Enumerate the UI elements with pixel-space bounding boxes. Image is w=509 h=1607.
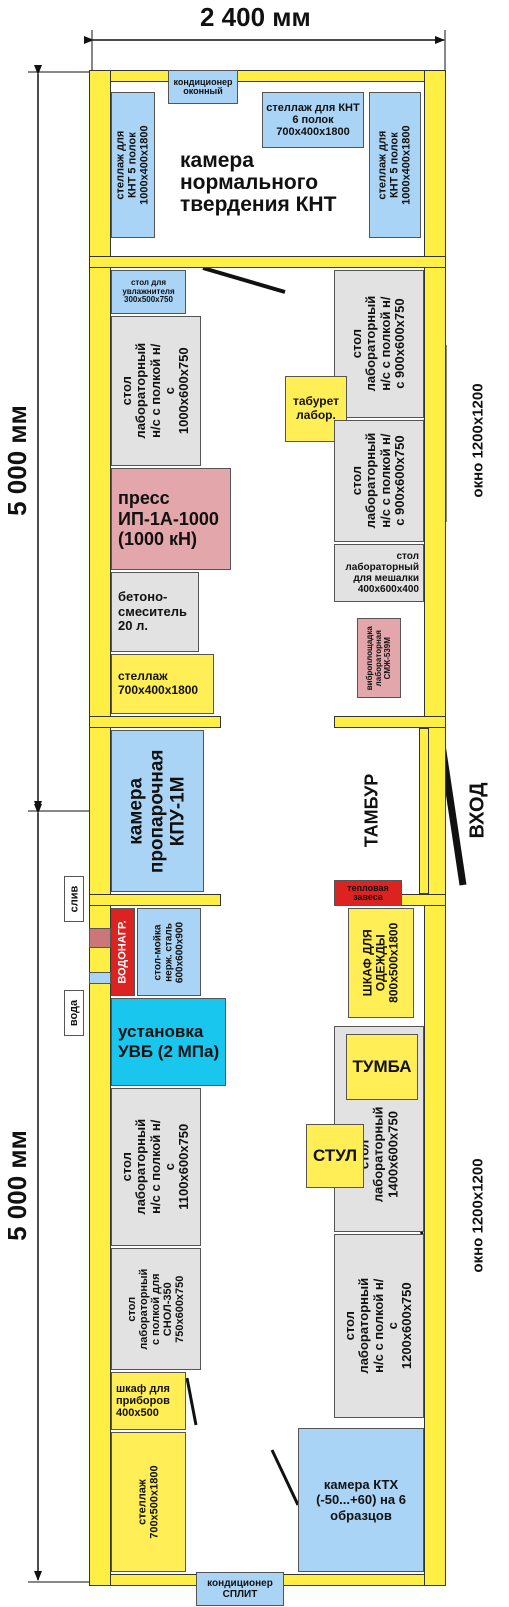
sink-table-label: стол-мойка нерж. сталь 600х600х900 [152,921,186,983]
water-label: вода [68,999,81,1027]
window-lower-label: окно 1200х1200 [469,1157,487,1273]
tambur-label: ТАМБУР [361,773,382,847]
lab-table-left-2-label: стол лабораторный н/с с полкой н/с 1100х… [119,1119,192,1215]
heat-curtain: тепловая завеса [334,880,402,906]
steam-chamber: камера пропарочная КПУ-1М [111,730,204,892]
stool-label: табурет лабор. [292,394,340,422]
ktx-chamber-label: камера КТХ (-50...+60) на 6 образцов [316,1476,406,1523]
drain-pipe [89,928,111,948]
wardrobe: ШКАФ ДЛЯ ОДЕЖДЫ 800х500х1800 [348,908,414,1018]
tambur-label-wrap: ТАМБУР [352,760,392,860]
steam-chamber-label: камера пропарочная КПУ-1М [125,749,188,873]
shelf-bottom-label: стеллаж 700х500х1800 [136,1465,161,1539]
height-bottom-dimension-label: 5 000 мм [1,1129,32,1241]
ac-split-label: кондиционер СПЛИТ [207,1578,273,1600]
lab-table-left-1: стол лабораторный н/с с полкой н/с 1000х… [111,316,201,466]
water-heater-label: ВОДОНАГР. [117,920,129,984]
wardrobe-label: ШКАФ ДЛЯ ОДЕЖДЫ 800х500х1800 [360,922,401,1004]
mixer-table: стол лабораторный для мешалки 400х600х40… [334,544,424,602]
water-label-wrap: вода [64,990,84,1036]
drain-label: слив [68,885,81,913]
chair: СТУЛ [306,1124,364,1188]
press-label: пресс ИП-1А-1000 (1000 кН) [118,487,219,550]
table-humidifier: стол для увлажнителя 300х500х750 [111,270,186,314]
shelf-knt-left: стеллаж для КНТ 5 полок 1000х400х1800 [111,92,155,238]
wall-tambur-inner [419,728,429,894]
cabinet: ТУМБА [346,1034,418,1100]
lab-table-right-2: стол лабораторный н/с с полкой н/с 900х6… [334,420,424,542]
wall-tambur-top-left [89,716,221,728]
lab-table-left-2: стол лабораторный н/с с полкой н/с 1100х… [111,1088,201,1246]
wall-tambur-top-right [334,716,446,728]
door-left-bottom [185,1377,198,1426]
knt-chamber-label: камера нормального твердения КНТ [180,149,337,217]
table-humidifier-label: стол для увлажнителя 300х500х750 [122,277,175,305]
ac-window-label: кондиционер оконный [173,76,233,96]
entrance-label: ВХОД [466,781,489,839]
ac-split: кондиционер СПЛИТ [196,1572,284,1606]
lab-table-left-1-label: стол лабораторный н/с с полкой н/с 1000х… [119,343,192,439]
shelf-knt-middle: стеллаж для КНТ 6 полок 700х400х1800 [262,92,364,148]
ac-window: кондиционер оконный [168,70,238,104]
mixer-table-label: стол лабораторный для мешалки 400х600х40… [345,551,419,595]
vibro-platform: виброплощадка лабораторная СМЖ-539М [357,618,401,698]
stool: табурет лабор. [285,376,347,442]
uvb-unit-label: установка УВБ (2 МПа) [118,1022,220,1061]
lab-table-right-1: стол лабораторный н/с с полкой н/с 900х6… [334,270,424,418]
lab-table-right-2-label: стол лабораторный н/с с полкой н/с 900х6… [349,433,408,529]
press: пресс ИП-1А-1000 (1000 кН) [111,468,231,570]
wall-top [89,70,446,82]
instrument-cabinet: шкаф для приборов 400х500 [111,1372,186,1430]
shelf-knt-right-label: стеллаж для КНТ 5 полок 1000х400х1800 [376,125,414,205]
lab-table-right-1-label: стол лабораторный н/с с полкой н/с 900х6… [349,296,408,392]
door-ktx [270,1449,300,1506]
water-heater: ВОДОНАГР. [111,908,135,996]
lab-table-snol-label: стол лабораторный с полкой для СНОЛ-350 … [125,1268,187,1350]
height-top-dimension-label: 5 000 мм [1,404,32,516]
shelf-left-label: стеллаж 700х400х1800 [118,669,199,697]
window-lower-label-wrap: окно 1200х1200 [458,1115,498,1315]
concrete-mixer-label: бетоно-смеситель 20 л. [118,588,187,634]
concrete-mixer: бетоно-смеситель 20 л. [111,572,199,652]
lab-table-right-4: стол лабораторный н/с с полкой н/с 1200х… [334,1234,424,1418]
door-knt [202,266,286,294]
wall-left [89,70,111,1586]
drain-label-wrap: слив [64,876,84,922]
shelf-bottom: стеллаж 700х500х1800 [111,1432,186,1572]
entrance-label-wrap: ВХОД [458,770,498,850]
uvb-unit: установка УВБ (2 МПа) [111,998,226,1086]
lab-table-snol: стол лабораторный с полкой для СНОЛ-350 … [111,1248,201,1370]
water-pipe [89,972,111,984]
cabinet-label: ТУМБА [352,1057,412,1076]
chair-label: СТУЛ [312,1146,358,1165]
heat-curtain-label: тепловая завеса [347,882,389,902]
shelf-left: стеллаж 700х400х1800 [111,654,214,714]
window-upper-label: окно 1200х1200 [469,382,487,498]
shelf-knt-right: стеллаж для КНТ 5 полок 1000х400х1800 [369,92,421,238]
wall-tambur-bottom-left [89,894,221,906]
width-dimension-label: 2 400 мм [200,2,311,32]
vibro-platform-label: виброплощадка лабораторная СМЖ-539М [364,625,392,691]
height-bottom-label-wrap: 5 000 мм [2,1105,32,1265]
height-top-label-wrap: 5 000 мм [2,380,32,540]
wall-knt-partition [89,256,446,268]
shelf-knt-left-label: стеллаж для КНТ 5 полок 1000х400х1800 [114,125,152,205]
ktx-chamber: камера КТХ (-50...+60) на 6 образцов [298,1428,424,1572]
instrument-cabinet-label: шкаф для приборов 400х500 [116,1382,170,1420]
window-upper-label-wrap: окно 1200х1200 [458,340,498,540]
lab-table-right-4-label: стол лабораторный н/с с полкой н/с 1200х… [342,1278,415,1374]
sink-table: стол-мойка нерж. сталь 600х600х900 [137,908,201,996]
shelf-knt-middle-label: стеллаж для КНТ 6 полок 700х400х1800 [266,101,360,139]
